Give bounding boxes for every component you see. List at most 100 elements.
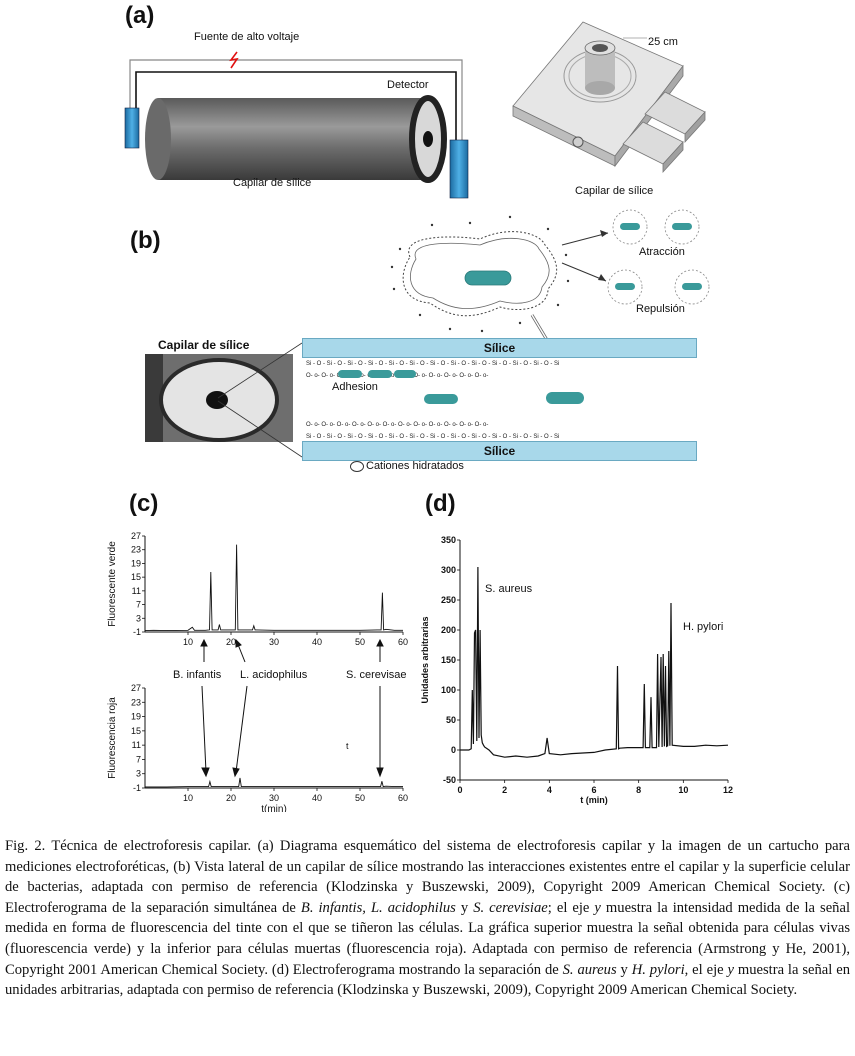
y-tick-label: 350 <box>441 535 456 545</box>
caption-text-2: y <box>455 899 474 916</box>
peak-arrows <box>200 638 384 778</box>
figure-caption: Fig. 2. Técnica de electroforesis capila… <box>5 836 850 1001</box>
x-tick-label: 50 <box>355 793 365 803</box>
y-tick-label: 27 <box>131 531 141 541</box>
silica-top-label: Sílice <box>483 341 516 355</box>
caption-text-3: ; el eje <box>547 899 595 916</box>
caption-text-6: , el eje <box>684 961 728 978</box>
y-tick-label: 15 <box>131 572 141 582</box>
caption-species-4: H. pylori <box>631 961 685 978</box>
caption-text-5: y <box>616 961 632 978</box>
caption-species-2: S. cerevisiae <box>473 899 548 916</box>
svg-text:Si - O - Si - O - Si - O - Si: Si - O - Si - O - Si - O - Si - O - Si -… <box>306 361 559 367</box>
y-tick-label: 15 <box>131 726 141 736</box>
x-tick-label: 60 <box>398 637 408 646</box>
capillary-label: Capilar de sílice <box>233 177 312 189</box>
y-tick-label: 150 <box>441 655 456 665</box>
y-tick-label: 23 <box>131 697 141 707</box>
x-tick-label: 20 <box>226 637 236 646</box>
silanol-rows: Si - O - Si - O - Si - O - Si - O - Si -… <box>306 361 584 440</box>
hv-source-label: Fuente de alto voltaje <box>194 31 300 43</box>
series-line-0 <box>144 544 403 632</box>
x-tick-label: 0 <box>457 785 462 795</box>
x-tick-label: 10 <box>183 793 193 803</box>
silica-band-top: Sílice <box>302 338 697 358</box>
y-tick-label: -1 <box>133 783 141 793</box>
caption-species-3: S. aureus <box>562 961 617 978</box>
x-tick-label: 10 <box>678 785 688 795</box>
length-label: 25 cm <box>648 36 678 48</box>
y-tick-label: 27 <box>131 683 141 693</box>
bacteria-icon <box>464 270 512 286</box>
cell-interaction-diagram <box>390 209 710 345</box>
x-tick-label: 30 <box>269 637 279 646</box>
x-axis-label: t (min) <box>580 795 608 805</box>
capillary-photo <box>145 354 293 442</box>
y-tick-label: 250 <box>441 595 456 605</box>
y-tick-label: 23 <box>131 545 141 555</box>
series-line-0 <box>145 777 403 788</box>
y-tick-label: 19 <box>131 558 141 568</box>
caption-species-1: B. infantis, L. acidophilus <box>300 899 456 916</box>
caption-y-axis-2: y <box>727 961 734 978</box>
panel-a-schematic <box>124 51 469 199</box>
panel-b-label: (b) <box>130 227 161 254</box>
x-tick-label: 2 <box>502 785 507 795</box>
y-axis-label: Fluorescente verde <box>107 541 118 627</box>
y-tick-label: 3 <box>136 769 141 779</box>
cartridge-drawing <box>512 21 706 174</box>
hydrated-cation-icon <box>350 461 364 472</box>
svg-text:O- o- O- o- O- o- O- o-: O- o- O- o- O- o- O- o- O- o- O- o- O- o… <box>306 422 488 428</box>
annotation-b-infantis: B. infantis <box>173 669 222 681</box>
repulsion-label: Repulsión <box>636 303 685 315</box>
annotation-s-aureus: S. aureus <box>485 583 533 595</box>
y-tick-label: -50 <box>443 775 456 785</box>
silica-bottom-label: Sílice <box>483 444 516 458</box>
y-tick-label: 11 <box>132 586 141 596</box>
y-tick-label: 300 <box>441 565 456 575</box>
x-tick-label: 8 <box>636 785 641 795</box>
y-tick-label: 11 <box>132 740 141 750</box>
series-line-0 <box>460 566 729 758</box>
x-tick-label: 50 <box>355 637 365 646</box>
annotation-s-cerevisae: S. cerevisae <box>346 669 407 681</box>
y-tick-label: 3 <box>136 613 141 623</box>
left-electrode-icon <box>124 107 140 149</box>
detector-wire <box>135 71 457 140</box>
y-tick-label: 200 <box>441 625 456 635</box>
y-tick-label: 0 <box>451 745 456 755</box>
x-axis-label: t(min) <box>261 804 287 812</box>
caption-text-7: muestra la señal en unidades arbitrarias… <box>5 961 850 999</box>
panel-c-label: (c) <box>129 490 159 517</box>
capillary-photo-title: Capilar de sílice <box>158 338 250 352</box>
svg-text:Si - O - Si - O - Si - O - Si: Si - O - Si - O - Si - O - Si - O - Si -… <box>306 434 559 440</box>
attraction-label: Atracción <box>639 246 685 258</box>
x-tick-label: 6 <box>591 785 596 795</box>
right-electrode-icon <box>449 139 469 199</box>
x-tick-label: 20 <box>226 793 236 803</box>
x-tick-label: 12 <box>723 785 733 795</box>
bacteria-adhered-2 <box>368 370 392 378</box>
bacteria-adhered-3 <box>394 370 416 378</box>
y-tick-label: 7 <box>136 754 141 764</box>
x-tick-label: 40 <box>312 637 322 646</box>
silica-band-bottom: Sílice <box>302 441 697 461</box>
y-tick-label: -1 <box>133 627 141 637</box>
x-tick-label: 30 <box>269 793 279 803</box>
y-tick-label: 100 <box>441 685 456 695</box>
panel-a-label: (a) <box>125 2 155 29</box>
lightning-icon <box>229 51 239 69</box>
annotation-l-acidophilus: L. acidophilus <box>240 669 308 681</box>
caption-paragraph: Fig. 2. Técnica de electroforesis capila… <box>5 836 850 1001</box>
stray-mark: t <box>346 741 349 751</box>
annotation-h-pylori: H. pylori <box>683 621 724 633</box>
bacteria-contact <box>546 392 584 404</box>
cartridge-capillary-label: Capilar de sílice <box>575 185 654 197</box>
x-tick-label: 60 <box>398 793 408 803</box>
y-axis-label: Fluorescencia roja <box>107 697 118 779</box>
y-tick-label: 19 <box>131 712 141 722</box>
panel-d-label: (d) <box>425 490 456 517</box>
